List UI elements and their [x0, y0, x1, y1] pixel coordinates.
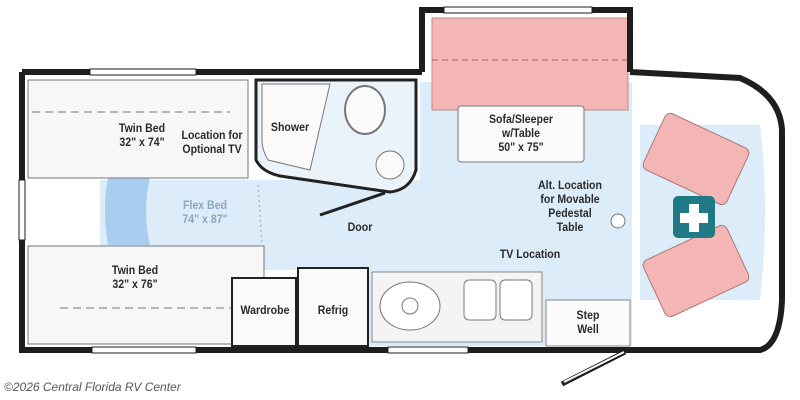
twin-bed-top [27, 79, 249, 179]
door-swing [319, 191, 386, 217]
refrigerator [297, 267, 369, 347]
shower-label: Shower [270, 120, 310, 134]
wardrobe [231, 277, 297, 347]
sofa-sleeper [431, 17, 629, 111]
door-label: Door [347, 220, 373, 234]
wardrobe-label: Wardrobe [240, 303, 290, 317]
tv-location-label: TV Location [499, 247, 561, 261]
optional-tv-label: Location for Optional TV [181, 128, 243, 156]
exterior-wall [19, 69, 785, 353]
driver-seat [642, 112, 750, 206]
refrig-label: Refrig [317, 303, 349, 317]
step-well [545, 299, 631, 347]
passenger-seat [642, 224, 750, 318]
twin-bed-bottom [27, 245, 265, 345]
pedestal-table [610, 213, 626, 229]
watermark: ©2026 Central Florida RV Center [4, 380, 181, 394]
flex-bed-cushion [105, 178, 150, 245]
